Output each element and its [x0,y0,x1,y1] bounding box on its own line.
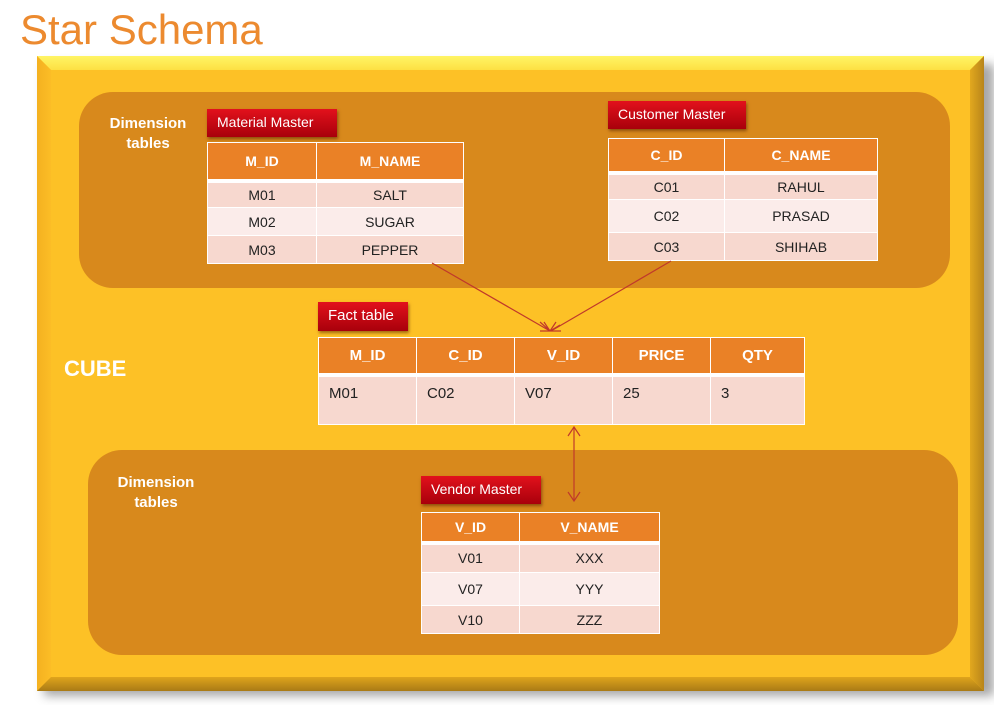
column-header: C_ID [416,337,515,377]
column-header: C_ID [608,138,725,175]
column-header: M_ID [318,337,417,377]
table-cell: PRASAD [724,199,878,233]
table-cell: 3 [710,374,805,425]
dimension-label-line2: tables [126,135,170,152]
table-cell: SALT [316,180,464,208]
table-cell: PEPPER [316,235,464,264]
table-row: M01 C02 V07 25 3 [318,374,805,425]
table-cell: V10 [421,605,520,634]
table-row: C01 RAHUL [608,172,878,200]
column-header: V_ID [421,512,520,545]
table-cell: C02 [608,199,725,233]
page-title: Star Schema [20,6,263,53]
table-row: V01 XXX [421,542,660,573]
table-cell: XXX [519,542,660,573]
vendor-master-table: V_ID V_NAME V01 XXX V07 YYY V10 ZZZ [421,512,660,634]
table-cell: C03 [608,232,725,261]
customer-master-tag: Customer Master [608,101,746,129]
table-row: V10 ZZZ [421,605,660,634]
table-row: M02 SUGAR [207,207,464,236]
column-header: V_NAME [519,512,660,545]
table-cell: SUGAR [316,207,464,236]
table-row: M03 PEPPER [207,235,464,264]
table-cell: C02 [416,374,515,425]
table-row: V07 YYY [421,572,660,606]
table-row: C03 SHIHAB [608,232,878,261]
column-header: C_NAME [724,138,878,175]
table-cell: M01 [207,180,317,208]
dimension-label-line1: Dimension [109,115,187,132]
material-master-tag: Material Master [207,109,337,137]
dimension-label-line2: tables [134,494,178,511]
cube-label: CUBE [64,356,127,381]
table-row: C02 PRASAD [608,199,878,233]
bevel-top [37,56,984,70]
bevel-bottom [37,677,984,691]
table-cell: C01 [608,172,725,200]
table-cell: M01 [318,374,417,425]
table-cell: SHIHAB [724,232,878,261]
table-cell: YYY [519,572,660,606]
bevel-left [37,56,51,691]
bevel-right [970,56,984,691]
bottom-dimension-label: Dimension tables [106,473,206,513]
table-cell: RAHUL [724,172,878,200]
column-header: M_ID [207,142,317,183]
customer-master-table: C_ID C_NAME C01 RAHUL C02 PRASAD C03 SHI… [608,138,878,261]
dimension-label-line1: Dimension [117,474,195,491]
table-cell: M02 [207,207,317,236]
top-dimension-label: Dimension tables [98,114,198,154]
table-cell: V07 [421,572,520,606]
table-row: M01 SALT [207,180,464,208]
table-cell: M03 [207,235,317,264]
material-master-table: M_ID M_NAME M01 SALT M02 SUGAR M03 PEPPE… [207,142,464,264]
column-header: M_NAME [316,142,464,183]
column-header: QTY [710,337,805,377]
fact-table: M_ID C_ID V_ID PRICE QTY M01 C02 V07 25 … [318,337,805,425]
table-cell: 25 [612,374,711,425]
table-cell: V01 [421,542,520,573]
table-cell: ZZZ [519,605,660,634]
vendor-master-tag: Vendor Master [421,476,541,504]
fact-table-tag: Fact table [318,302,408,331]
table-cell: V07 [514,374,613,425]
column-header: V_ID [514,337,613,377]
column-header: PRICE [612,337,711,377]
